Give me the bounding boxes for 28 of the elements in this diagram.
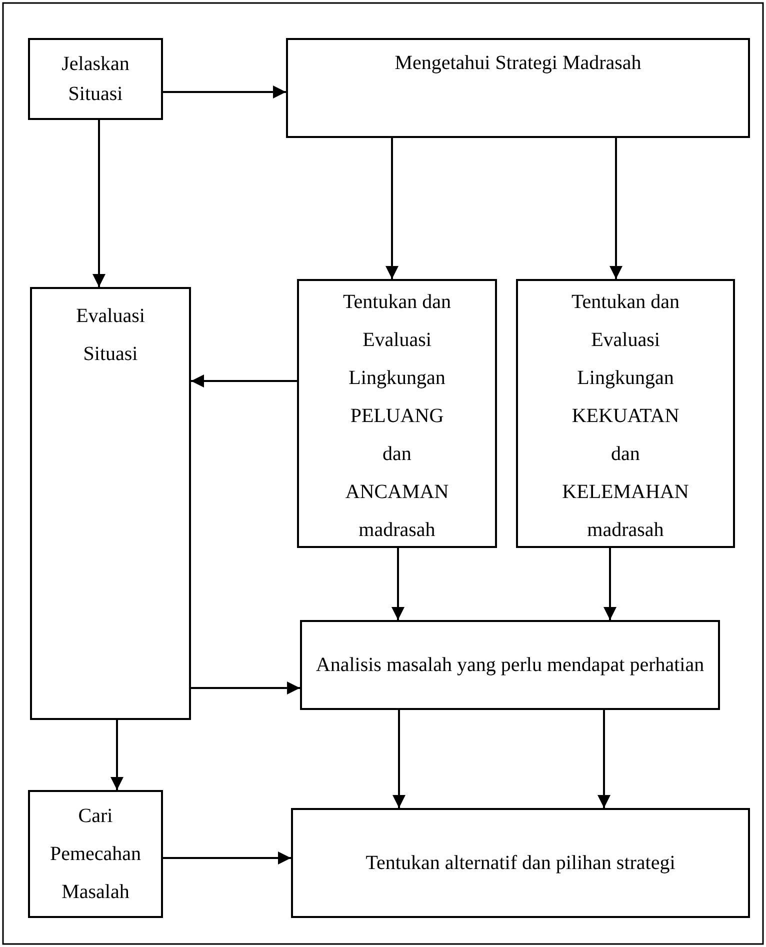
process-box bbox=[516, 279, 735, 548]
process-box bbox=[300, 620, 720, 710]
arrow bbox=[92, 120, 106, 287]
arrow bbox=[191, 374, 297, 388]
arrow bbox=[110, 720, 124, 790]
arrow bbox=[191, 682, 300, 694]
process-box bbox=[286, 38, 750, 138]
arrow bbox=[163, 86, 286, 98]
box-label: Jelaskan Situasi bbox=[60, 52, 130, 107]
box-label: Tentukan alternatif dan pilihan strategi bbox=[366, 851, 676, 876]
box-label: Cari Pemecahan Masalah bbox=[48, 804, 142, 905]
process-box bbox=[28, 38, 163, 120]
arrow bbox=[604, 548, 616, 620]
process-box bbox=[297, 279, 497, 548]
box-label: Tentukan dan Evaluasi Lingkungan PELUANG dan ANCAMAN madrasah bbox=[342, 290, 452, 543]
arrow bbox=[392, 710, 406, 808]
box-label: Tentukan dan Evaluasi Lingkungan KEKUATAN dan KELEMAHAN madrasah bbox=[561, 290, 690, 543]
box-label: Evaluasi Situasi bbox=[75, 304, 146, 367]
process-box bbox=[30, 287, 191, 720]
arrow bbox=[392, 548, 404, 620]
box-label: Analisis masalah yang perlu mendapat perhatian bbox=[316, 653, 704, 678]
box-label: Mengetahui Strategi Madrasah bbox=[394, 51, 642, 76]
arrow bbox=[163, 852, 291, 864]
process-box bbox=[291, 808, 750, 918]
arrow bbox=[386, 138, 398, 279]
process-box bbox=[28, 790, 163, 918]
arrow bbox=[598, 710, 610, 808]
arrow bbox=[610, 138, 622, 279]
